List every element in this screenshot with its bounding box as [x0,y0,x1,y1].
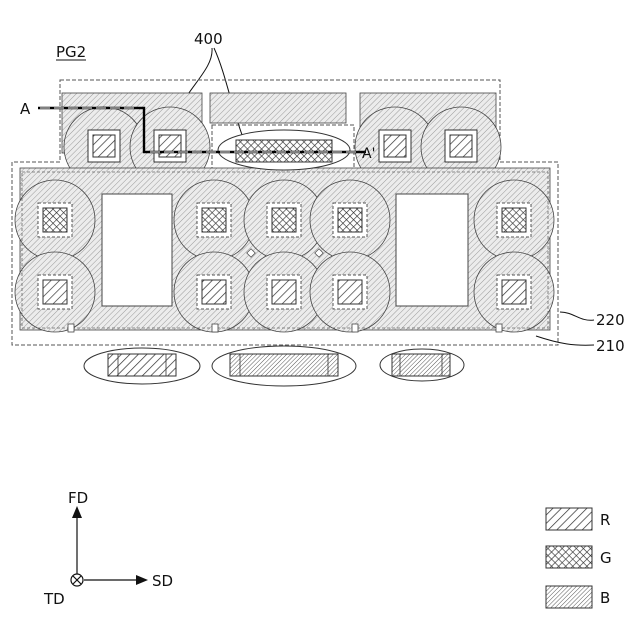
legend-swatch-b [546,586,592,608]
legend: R G B [546,508,612,608]
legend-label-r: R [600,511,610,529]
direction-axes [71,506,148,586]
legend-swatch-g [546,546,592,568]
axis-fd-label: FD [68,489,88,507]
legend-label-b: B [600,589,610,607]
legend-label-g: G [600,549,612,567]
legend-swatch-r [546,508,592,530]
bottom-ellipses [84,346,464,386]
axis-td-label: TD [43,590,65,608]
ref-220-label: 220 [596,311,625,329]
section-label-a: A [20,100,31,118]
ref-400-label: 400 [194,30,223,48]
axis-sd-label: SD [152,572,173,590]
section-label-a-prime: A' [362,146,375,162]
page-label: PG2 [56,43,86,61]
ref-220-leader [560,312,594,320]
ref-210-label: 210 [596,337,625,355]
ref-210-leader [536,336,594,345]
